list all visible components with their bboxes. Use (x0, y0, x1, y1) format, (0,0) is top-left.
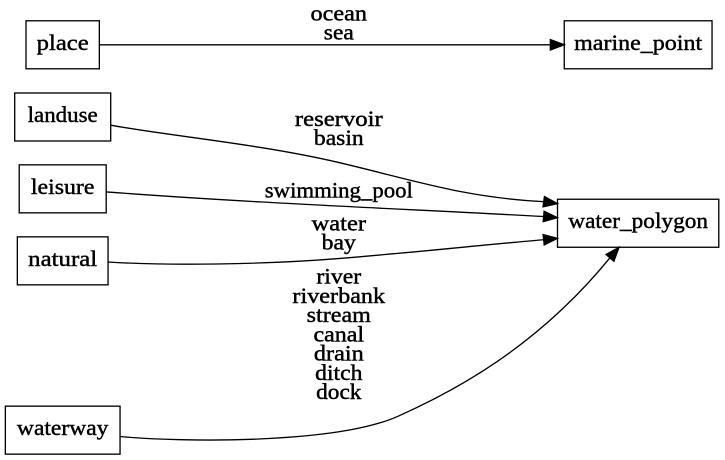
svg-text:reservoir: reservoir (295, 106, 383, 131)
svg-text:water_polygon: water_polygon (568, 208, 708, 233)
svg-text:basin: basin (314, 125, 364, 150)
svg-text:river: river (316, 264, 361, 289)
svg-text:swimming_pool: swimming_pool (265, 177, 413, 202)
svg-text:landuse: landuse (28, 102, 98, 127)
svg-text:riverbank: riverbank (292, 283, 385, 308)
svg-text:stream: stream (307, 302, 372, 327)
svg-text:sea: sea (324, 20, 354, 45)
svg-text:water: water (312, 210, 367, 235)
svg-text:natural: natural (28, 246, 97, 271)
svg-text:leisure: leisure (31, 174, 95, 199)
svg-text:ditch: ditch (315, 360, 362, 385)
svg-text:bay: bay (322, 230, 357, 255)
svg-text:waterway: waterway (17, 415, 109, 440)
svg-text:marine_point: marine_point (574, 30, 703, 55)
svg-text:ocean: ocean (311, 0, 368, 25)
svg-text:place: place (37, 30, 89, 55)
svg-text:drain: drain (314, 341, 364, 366)
svg-text:dock: dock (316, 379, 362, 404)
svg-text:canal: canal (314, 321, 365, 346)
